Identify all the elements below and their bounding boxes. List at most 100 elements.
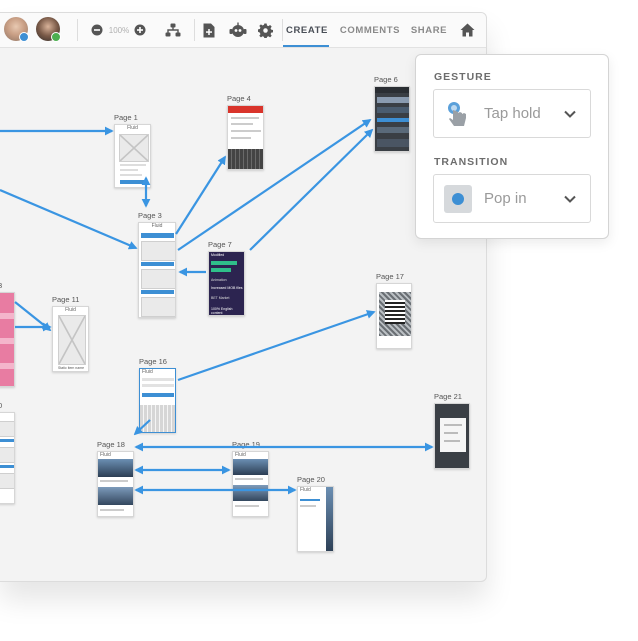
sitemap-icon bbox=[165, 23, 181, 37]
connection-arrow[interactable] bbox=[0, 188, 138, 250]
divider bbox=[282, 19, 283, 41]
page-thumbnail-16[interactable]: Page 16 Fluid bbox=[139, 357, 176, 433]
text-line bbox=[120, 164, 146, 166]
page-thumbnail-3[interactable]: Page 3 Fluid bbox=[138, 211, 176, 318]
text-line bbox=[231, 130, 261, 132]
page-thumbnail-17[interactable]: Page 17 bbox=[376, 272, 412, 349]
user-test-button[interactable] bbox=[228, 13, 248, 47]
page-title: Fluid bbox=[142, 369, 153, 375]
image-placeholder bbox=[141, 241, 175, 261]
page-preview: Fluid bbox=[114, 124, 151, 188]
active-tab-indicator bbox=[283, 45, 329, 47]
menu-row bbox=[300, 499, 320, 501]
robot-icon bbox=[229, 22, 247, 37]
tab-comments[interactable]: COMMENTS bbox=[338, 13, 402, 47]
page-thumbnail-20[interactable]: Page 20 Fluid bbox=[297, 475, 334, 552]
page-thumbnail-4[interactable]: Page 4 bbox=[227, 94, 264, 170]
page-preview bbox=[434, 403, 470, 469]
plus-circle-icon bbox=[134, 24, 146, 36]
page-thumbnail-18[interactable]: Page 18 Fluid bbox=[97, 440, 134, 517]
list-item bbox=[141, 290, 174, 294]
page-label: Page 20 bbox=[297, 475, 325, 484]
page-label: Page 3 bbox=[138, 211, 162, 220]
chevron-down-icon bbox=[564, 110, 576, 118]
connection-arrow[interactable] bbox=[177, 119, 372, 251]
prototype-window: 100% CREATE COMMENTS SHARE bbox=[0, 12, 487, 582]
page-preview: Modified Animation Increased MOB files B… bbox=[208, 251, 245, 316]
tap-hold-hand-icon bbox=[448, 102, 466, 126]
zoom-out-button[interactable] bbox=[90, 13, 104, 47]
page-title: Fluid bbox=[235, 452, 246, 458]
menu-row bbox=[377, 97, 409, 103]
list-item: Animation bbox=[211, 278, 227, 282]
interaction-settings-panel: GESTURE Tap hold TRANSITION Pop in bbox=[415, 54, 609, 239]
page-title: Fluid bbox=[100, 452, 111, 458]
text-line bbox=[100, 480, 128, 482]
settings-button[interactable] bbox=[256, 13, 274, 47]
connection-arrow[interactable] bbox=[177, 310, 376, 382]
page-thumbnail-21[interactable]: Page 21 bbox=[434, 392, 470, 469]
menu-row bbox=[377, 118, 409, 122]
flow-canvas[interactable]: Page 1 Fluid Page 3 Fluid bbox=[0, 48, 486, 581]
page-thumbnail-partial-left[interactable]: 0 bbox=[0, 401, 15, 504]
page-label: Page 4 bbox=[227, 94, 251, 103]
page-thumbnail-7[interactable]: Page 7 Modified Animation Increased MOB … bbox=[208, 240, 245, 316]
page-preview: Fluid Static item name bbox=[52, 306, 89, 372]
connection-arrow[interactable] bbox=[249, 128, 374, 251]
avatar-user-1[interactable] bbox=[4, 17, 29, 42]
sign-in-button bbox=[120, 180, 146, 184]
transition-dropdown[interactable]: Pop in bbox=[433, 174, 591, 223]
image-placeholder bbox=[0, 421, 14, 437]
page-preview bbox=[227, 105, 264, 170]
menu-row bbox=[300, 505, 316, 507]
menu-row bbox=[377, 127, 409, 133]
list-item bbox=[141, 262, 174, 266]
text-line bbox=[120, 174, 142, 176]
page-thumbnail-1[interactable]: Page 1 Fluid bbox=[114, 113, 151, 188]
content-row bbox=[0, 313, 14, 319]
page-label: Page 16 bbox=[139, 357, 167, 366]
page-label: 0 bbox=[0, 401, 2, 410]
tab-create[interactable]: CREATE bbox=[286, 13, 328, 47]
keyboard bbox=[140, 405, 175, 432]
page-label: Page 6 bbox=[374, 75, 398, 84]
home-button[interactable] bbox=[456, 13, 478, 47]
page-label: Page 1 bbox=[114, 113, 138, 122]
zoom-level-text: 100% bbox=[108, 25, 130, 35]
page-preview: Fluid bbox=[97, 451, 134, 517]
scan-frame bbox=[385, 300, 405, 324]
avatar-user-2[interactable] bbox=[36, 17, 61, 42]
page-label: Page 7 bbox=[208, 240, 232, 249]
image-placeholder bbox=[0, 473, 14, 489]
page-thumbnail-11[interactable]: Page 11 Fluid Static item name bbox=[52, 295, 89, 372]
promo-button bbox=[211, 268, 231, 272]
gesture-dropdown[interactable]: Tap hold bbox=[433, 89, 591, 138]
flow-map-button[interactable] bbox=[163, 13, 183, 47]
connection-arrow[interactable] bbox=[175, 155, 226, 235]
list-item bbox=[141, 233, 174, 238]
page-preview: Fluid bbox=[297, 486, 334, 552]
add-page-button[interactable] bbox=[201, 13, 217, 47]
list-item: Increased MOB files bbox=[211, 286, 243, 290]
page-title: Fluid bbox=[300, 487, 311, 493]
list-item: BET Market bbox=[211, 296, 230, 300]
image-banner bbox=[233, 459, 268, 475]
side-image bbox=[326, 487, 333, 551]
page-label: Page 17 bbox=[376, 272, 404, 281]
page-thumbnail-6[interactable]: Page 6 bbox=[374, 75, 410, 152]
page-thumbnail-partial-pink[interactable]: 3 bbox=[0, 281, 15, 387]
transition-label: TRANSITION bbox=[434, 156, 509, 168]
tab-share[interactable]: SHARE bbox=[409, 13, 449, 47]
text-line bbox=[235, 478, 263, 480]
app-header bbox=[375, 87, 409, 93]
zoom-in-button[interactable] bbox=[133, 13, 147, 47]
page-title: Fluid bbox=[65, 307, 76, 313]
app-header bbox=[228, 106, 263, 113]
menu-row bbox=[377, 139, 409, 147]
list-item bbox=[0, 439, 14, 442]
connection-arrow[interactable] bbox=[14, 301, 52, 332]
list-item: 100% English content bbox=[211, 307, 233, 315]
connection-arrow[interactable] bbox=[133, 419, 151, 436]
transition-value: Pop in bbox=[484, 190, 527, 207]
toolbar: 100% CREATE COMMENTS SHARE bbox=[0, 13, 486, 48]
